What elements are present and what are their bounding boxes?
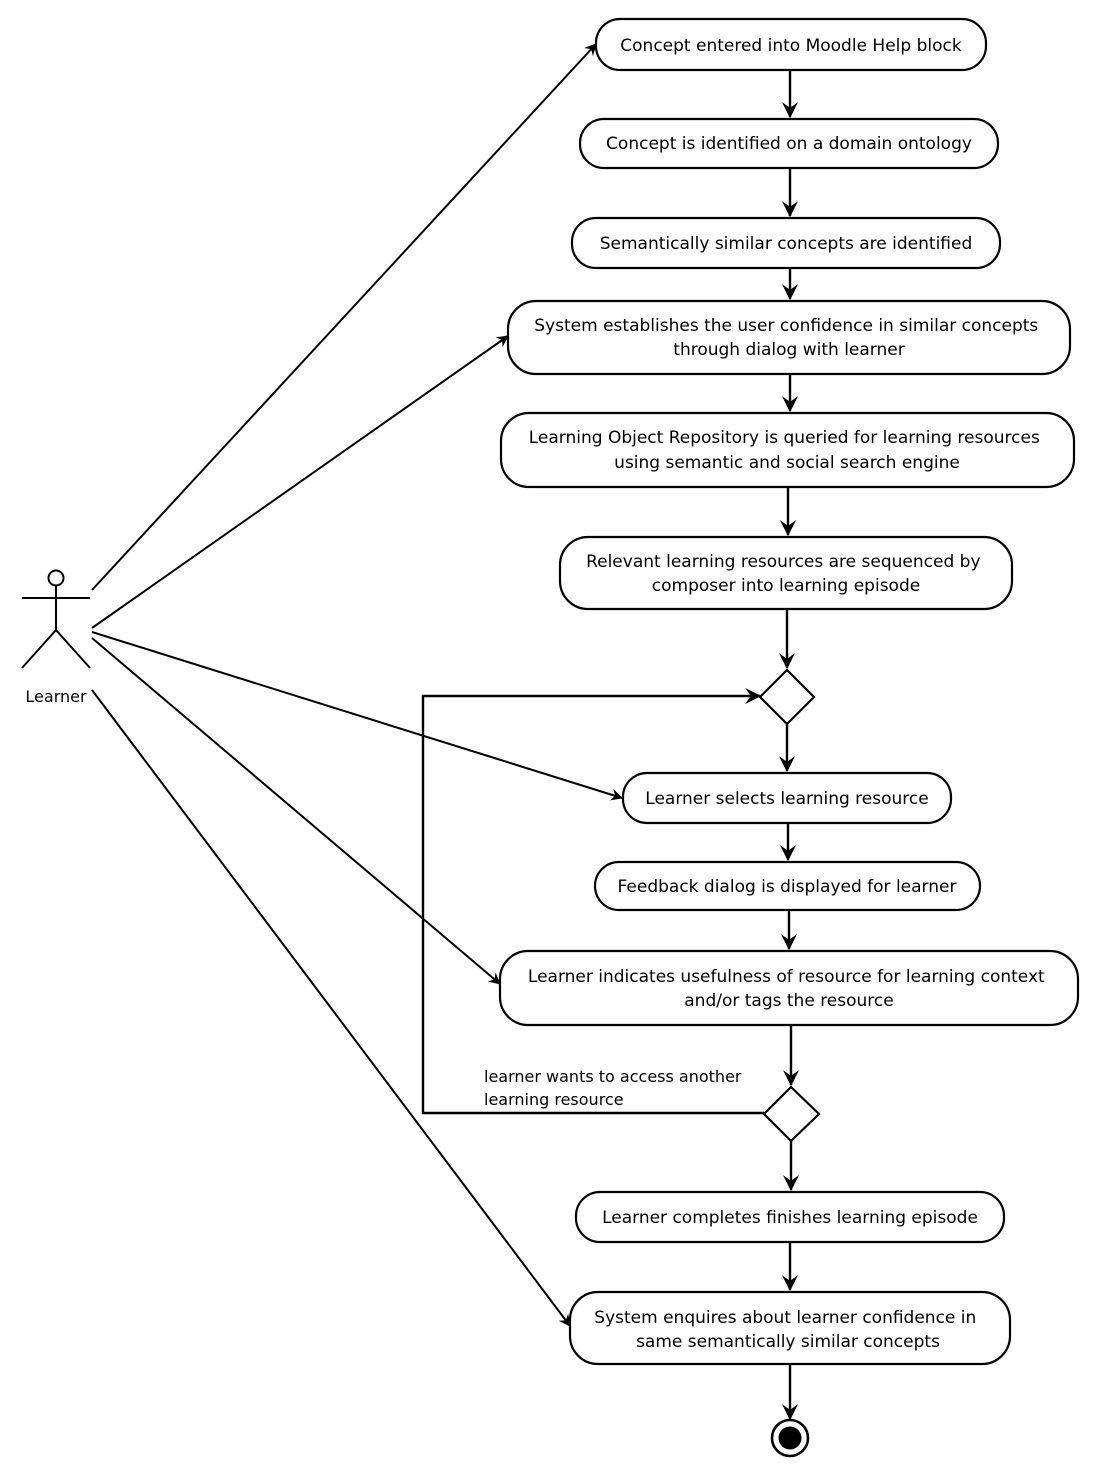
activity-label: Learner completes finishes learning epis…	[602, 1208, 978, 1228]
flow-loop-back	[421, 688, 764, 1115]
activity-enquire-confidence: System enquires about learner confidence…	[568, 1290, 1012, 1366]
activity-label: System establishes the user confidence i…	[534, 316, 1043, 360]
activity-box	[498, 949, 1080, 1027]
activity-concept-entered: Concept entered into Moodle Help block	[594, 17, 988, 72]
activity-box	[558, 535, 1014, 611]
activity-label: Concept entered into Moodle Help block	[620, 36, 962, 56]
assoc-to-indicates-usefulness	[91, 637, 501, 985]
merge-node-top	[758, 668, 816, 726]
activity-feedback-dialog: Feedback dialog is displayed for learner	[593, 860, 982, 912]
activity-label: Semantically similar concepts are identi…	[600, 234, 973, 254]
activity-box	[570, 216, 1002, 270]
activity-box	[499, 411, 1076, 489]
activity-label: System enquires about learner confidence…	[594, 1308, 981, 1352]
activity-select-resource: Learner selects learning resource	[621, 771, 953, 825]
actor-learner: Learner	[21, 569, 91, 706]
actor-leg-right	[55, 629, 91, 669]
activity-indicate-usefulness: Learner indicates usefulness of resource…	[498, 949, 1080, 1027]
actor-label: Learner	[25, 687, 87, 706]
loop-guard-label: learner wants to access another learning…	[484, 1067, 747, 1109]
activity-label: Learner indicates usefulness of resource…	[528, 967, 1050, 1011]
assoc-to-enquires-confidence	[91, 689, 571, 1327]
assoc-to-concept-entered	[91, 43, 597, 591]
activity-label: Learning Object Repository is queried fo…	[529, 428, 1045, 473]
activity-complete-episode: Learner completes finishes learning epis…	[574, 1190, 1006, 1244]
control-flow	[421, 70, 799, 1421]
activity-box	[578, 117, 1000, 170]
activity-box	[574, 1190, 1006, 1244]
activity-box	[621, 771, 953, 825]
activity-establish-confidence: System establishes the user confidence i…	[506, 299, 1072, 376]
activity-box	[594, 17, 988, 72]
activity-box	[593, 860, 982, 912]
activity-label: Learner selects learning resource	[645, 789, 928, 809]
activity-similar-concepts: Semantically similar concepts are identi…	[570, 216, 1002, 270]
activity-query-repository: Learning Object Repository is queried fo…	[499, 411, 1076, 489]
final-node-inner	[778, 1426, 802, 1450]
activity-label: Feedback dialog is displayed for learner	[618, 877, 957, 897]
activity-label: Concept is identified on a domain ontolo…	[606, 134, 972, 154]
actor-head	[47, 569, 65, 587]
assoc-to-confidence-dialog	[91, 335, 509, 629]
activity-sequence-resources: Relevant learning resources are sequence…	[558, 535, 1014, 611]
activity-concept-identified: Concept is identified on a domain ontolo…	[578, 117, 1000, 170]
decision-node-bottom	[762, 1085, 821, 1143]
activity-box	[568, 1290, 1012, 1366]
assoc-to-selects-resource	[91, 631, 623, 801]
activity-label: Relevant learning resources are sequence…	[586, 552, 986, 596]
activity-box	[506, 299, 1072, 376]
actor-associations	[91, 43, 623, 1327]
final-node	[770, 1418, 810, 1458]
actor-leg-left	[21, 629, 57, 669]
